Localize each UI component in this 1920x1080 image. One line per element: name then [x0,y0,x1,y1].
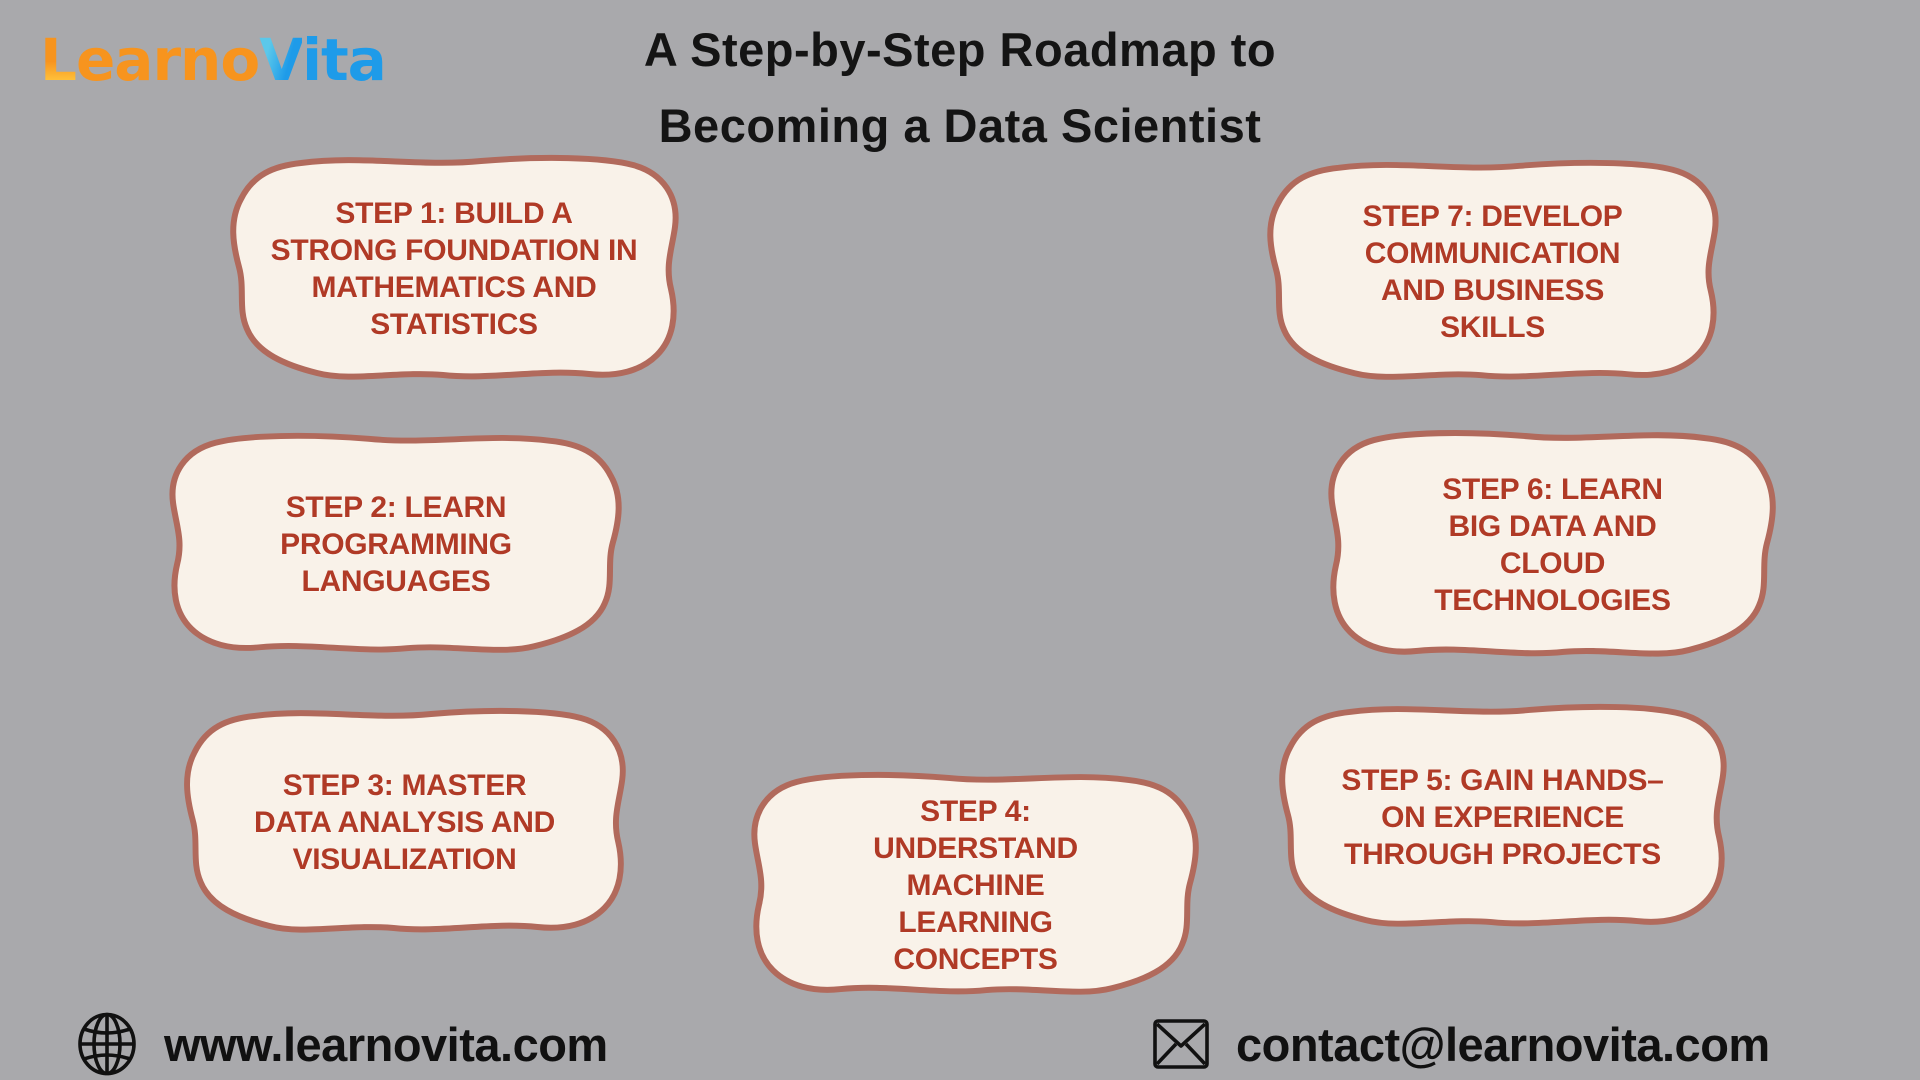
step-label-2: STEP 2: LEARN PROGRAMMING LANGUAGES [161,431,631,658]
footer-website: www.learnovita.com [76,1008,608,1080]
step-label-6-text: STEP 6: LEARN BIG DATA AND CLOUD TECHNOL… [1434,473,1671,617]
logo-text-earno: earno [75,26,260,94]
step-card-1: STEP 1: BUILD A STRONG FOUNDATION IN MAT… [221,153,687,385]
step-card-6: STEP 6: LEARN BIG DATA AND CLOUD TECHNOL… [1320,428,1785,662]
step-card-7: STEP 7: DEVELOP COMMUNICATION AND BUSINE… [1258,158,1727,385]
step-label-1-text: STEP 1: BUILD A STRONG FOUNDATION IN MAT… [270,197,638,341]
step-card-4: STEP 4: UNDERSTAND MACHINE LEARNING CONC… [743,770,1208,1000]
website-label: www.learnovita.com [164,1017,608,1071]
step-label-3: STEP 3: MASTER DATA ANALYSIS AND VISUALI… [175,706,634,938]
step-card-3: STEP 3: MASTER DATA ANALYSIS AND VISUALI… [175,706,634,938]
step-label-4: STEP 4: UNDERSTAND MACHINE LEARNING CONC… [743,770,1208,1000]
logo-text-ita: ita [302,26,387,94]
step-card-2: STEP 2: LEARN PROGRAMMING LANGUAGES [161,431,631,658]
step-label-5-text: STEP 5: GAIN HANDS–ON EXPERIENCE THROUGH… [1341,763,1664,871]
step-label-1: STEP 1: BUILD A STRONG FOUNDATION IN MAT… [221,153,687,385]
footer-email: contact@learnovita.com [1152,1008,1770,1080]
page-title-line1: A Step-by-Step Roadmap to [643,23,1277,76]
step-label-7: STEP 7: DEVELOP COMMUNICATION AND BUSINE… [1258,158,1727,385]
step-label-7-text: STEP 7: DEVELOP COMMUNICATION AND BUSINE… [1362,199,1623,344]
envelope-icon [1153,1019,1209,1069]
logo-letter-l: L [40,26,77,94]
step-card-5: STEP 5: GAIN HANDS–ON EXPERIENCE THROUGH… [1270,702,1735,932]
page-title: A Step-by-Step Roadmap to Becoming a Dat… [0,12,1920,164]
step-label-4-text: STEP 4: UNDERSTAND MACHINE LEARNING CONC… [873,794,1078,976]
step-label-6: STEP 6: LEARN BIG DATA AND CLOUD TECHNOL… [1320,428,1785,662]
step-label-2-text: STEP 2: LEARN PROGRAMMING LANGUAGES [280,491,512,598]
page-title-line2: Becoming a Data Scientist [658,99,1262,152]
step-label-5: STEP 5: GAIN HANDS–ON EXPERIENCE THROUGH… [1270,702,1735,932]
learnovita-logo: LearnoVita [40,26,387,94]
email-label: contact@learnovita.com [1236,1017,1770,1071]
step-label-3-text: STEP 3: MASTER DATA ANALYSIS AND VISUALI… [253,768,556,876]
globe-icon [78,1012,136,1076]
logo-letter-v: V [259,26,303,94]
